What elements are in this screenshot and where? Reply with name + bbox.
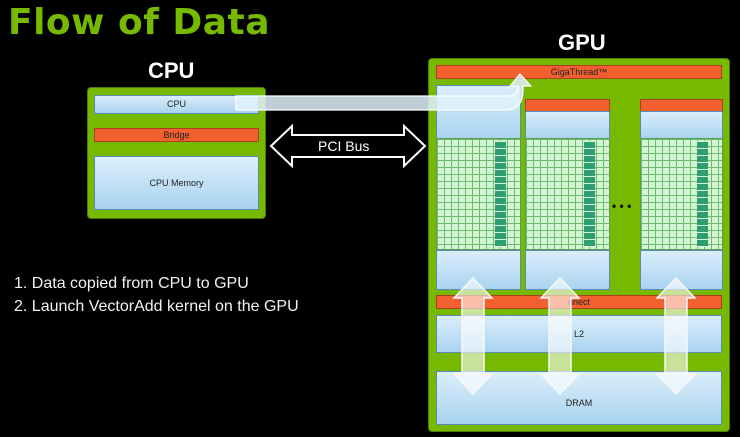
gigathread-label: GigaThread™ <box>550 67 608 77</box>
vertical-arrow-3 <box>655 276 697 396</box>
gigathread-bar: GigaThread™ <box>436 65 722 79</box>
gpu-heading: GPU <box>558 30 606 55</box>
pci-bus-arrow <box>269 123 427 169</box>
bridge-label: Bridge <box>163 130 190 140</box>
sm-3-cores <box>640 138 723 250</box>
cpu-memory-block: CPU Memory <box>94 156 259 210</box>
step-2: 2. Launch VectorAdd kernel on the GPU <box>14 298 299 315</box>
sm-3-sfu <box>697 141 708 247</box>
l2-label: L2 <box>573 329 584 339</box>
interconnect-label: nnect <box>567 297 591 307</box>
cpu-board: CPU Bridge CPU Memory <box>87 87 266 219</box>
step-1: 1. Data copied from CPU to GPU <box>14 275 249 292</box>
sm-column-1 <box>436 85 521 290</box>
dram-label: DRAM <box>565 398 593 408</box>
sm-1-cores <box>436 138 521 250</box>
ellipsis: • • • <box>612 199 632 213</box>
slide-title: Flow of Data <box>8 2 271 43</box>
interconnect-bar: nnect <box>436 295 722 309</box>
sm-1-sfu <box>495 141 506 247</box>
sm-2-cores <box>525 138 610 250</box>
bridge-block: Bridge <box>94 128 259 142</box>
sm-column-2 <box>525 85 610 290</box>
sm-1-cache <box>436 85 521 139</box>
cpu-block-label: CPU <box>166 99 186 109</box>
cpu-heading: CPU <box>148 58 195 83</box>
cpu-memory-label: CPU Memory <box>149 178 204 188</box>
steps-list: 1. Data copied from CPU to GPU 2. Launch… <box>14 272 299 318</box>
pci-bus-label: PCI Bus <box>318 138 370 154</box>
sm-2-cache <box>525 111 610 139</box>
vertical-arrow-2 <box>539 276 581 396</box>
gpu-board: GigaThread™ • • • nnect L2 DRAM <box>428 58 730 432</box>
sm-2-sfu <box>584 141 595 247</box>
data-flow-arrow <box>235 73 533 111</box>
vertical-arrow-1 <box>452 276 494 396</box>
